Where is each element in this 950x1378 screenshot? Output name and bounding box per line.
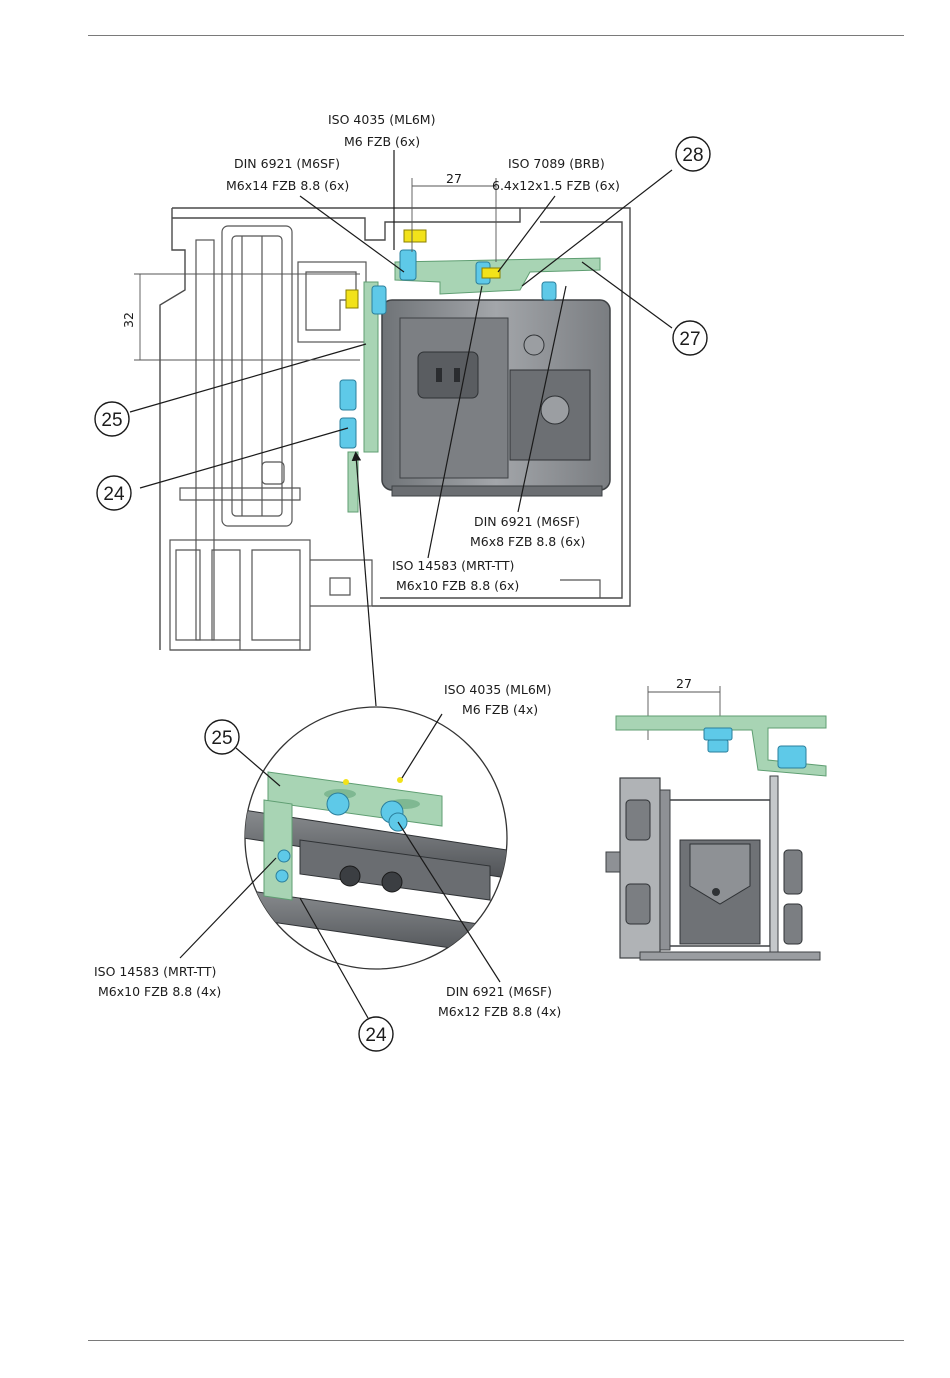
svg-text:DIN 6921 (M6SF): DIN 6921 (M6SF) bbox=[234, 156, 340, 171]
callout-28: 28 bbox=[676, 137, 710, 171]
label-din6921-m6x8: DIN 6921 (M6SF) M6x8 FZB 8.8 (6x) bbox=[470, 514, 585, 549]
svg-text:M6 FZB (4x): M6 FZB (4x) bbox=[462, 702, 538, 717]
callout-25-main: 25 bbox=[95, 402, 129, 436]
label-iso4035-detail: ISO 4035 (ML6M) M6 FZB (4x) bbox=[444, 682, 551, 717]
label-iso14583-detail: ISO 14583 (MRT-TT) M6x10 FZB 8.8 (4x) bbox=[94, 964, 221, 999]
svg-text:ISO 7089 (BRB): ISO 7089 (BRB) bbox=[508, 156, 605, 171]
callout-24-main: 24 bbox=[97, 476, 131, 510]
label-din6921-m6x12: DIN 6921 (M6SF) M6x12 FZB 8.8 (4x) bbox=[438, 984, 561, 1019]
svg-text:27: 27 bbox=[679, 329, 700, 350]
svg-text:28: 28 bbox=[682, 145, 703, 166]
svg-text:M6 FZB (6x): M6 FZB (6x) bbox=[344, 134, 420, 149]
svg-text:6.4x12x1.5 FZB (6x): 6.4x12x1.5 FZB (6x) bbox=[492, 178, 620, 193]
dimension-top-27: 27 bbox=[412, 171, 496, 262]
svg-text:ISO 4035 (ML6M): ISO 4035 (ML6M) bbox=[444, 682, 551, 697]
svg-text:M6x10 FZB 8.8 (6x): M6x10 FZB 8.8 (6x) bbox=[396, 578, 519, 593]
label-din6921-m6x14: DIN 6921 (M6SF) M6x14 FZB 8.8 (6x) bbox=[226, 156, 349, 193]
svg-text:M6x8 FZB 8.8 (6x): M6x8 FZB 8.8 (6x) bbox=[470, 534, 585, 549]
detail-arrow bbox=[356, 456, 376, 706]
label-iso7089: ISO 7089 (BRB) 6.4x12x1.5 FZB (6x) bbox=[492, 156, 620, 193]
svg-text:32: 32 bbox=[121, 312, 136, 328]
svg-text:M6x14 FZB 8.8 (6x): M6x14 FZB 8.8 (6x) bbox=[226, 178, 349, 193]
svg-text:DIN 6921 (M6SF): DIN 6921 (M6SF) bbox=[474, 514, 580, 529]
detail-bracket-24 bbox=[264, 800, 292, 900]
svg-text:24: 24 bbox=[365, 1025, 387, 1046]
svg-text:M6x10 FZB 8.8 (4x): M6x10 FZB 8.8 (4x) bbox=[98, 984, 221, 999]
label-iso4035-main: ISO 4035 (ML6M) M6 FZB (6x) bbox=[328, 112, 435, 149]
svg-text:M6x12 FZB 8.8 (4x): M6x12 FZB 8.8 (4x) bbox=[438, 1004, 561, 1019]
side-view: 27 bbox=[606, 676, 826, 960]
svg-text:27: 27 bbox=[446, 171, 462, 186]
callout-24-detail: 24 bbox=[359, 1017, 393, 1051]
detail-circle-view: ISO 4035 (ML6M) M6 FZB (4x) ISO 14583 (M… bbox=[94, 682, 561, 1051]
svg-text:27: 27 bbox=[676, 676, 692, 691]
dimension-left-32: 32 bbox=[121, 274, 360, 360]
main-section-view: 27 32 ISO 4035 (ML6M) M6 FZB (6x) DIN 69… bbox=[95, 112, 710, 706]
svg-text:DIN 6921 (M6SF): DIN 6921 (M6SF) bbox=[446, 984, 552, 999]
svg-text:25: 25 bbox=[101, 410, 122, 431]
socket-outlet bbox=[418, 352, 478, 398]
callout-25-detail: 25 bbox=[205, 720, 239, 754]
label-iso14583-main: ISO 14583 (MRT-TT) M6x10 FZB 8.8 (6x) bbox=[392, 558, 519, 593]
svg-text:25: 25 bbox=[211, 728, 232, 749]
svg-text:ISO 14583 (MRT-TT): ISO 14583 (MRT-TT) bbox=[94, 964, 216, 979]
switch-knob bbox=[541, 396, 569, 424]
callout-27: 27 bbox=[673, 321, 707, 355]
svg-text:ISO 14583 (MRT-TT): ISO 14583 (MRT-TT) bbox=[392, 558, 514, 573]
svg-text:ISO 4035 (ML6M): ISO 4035 (ML6M) bbox=[328, 112, 435, 127]
svg-text:24: 24 bbox=[103, 484, 125, 505]
